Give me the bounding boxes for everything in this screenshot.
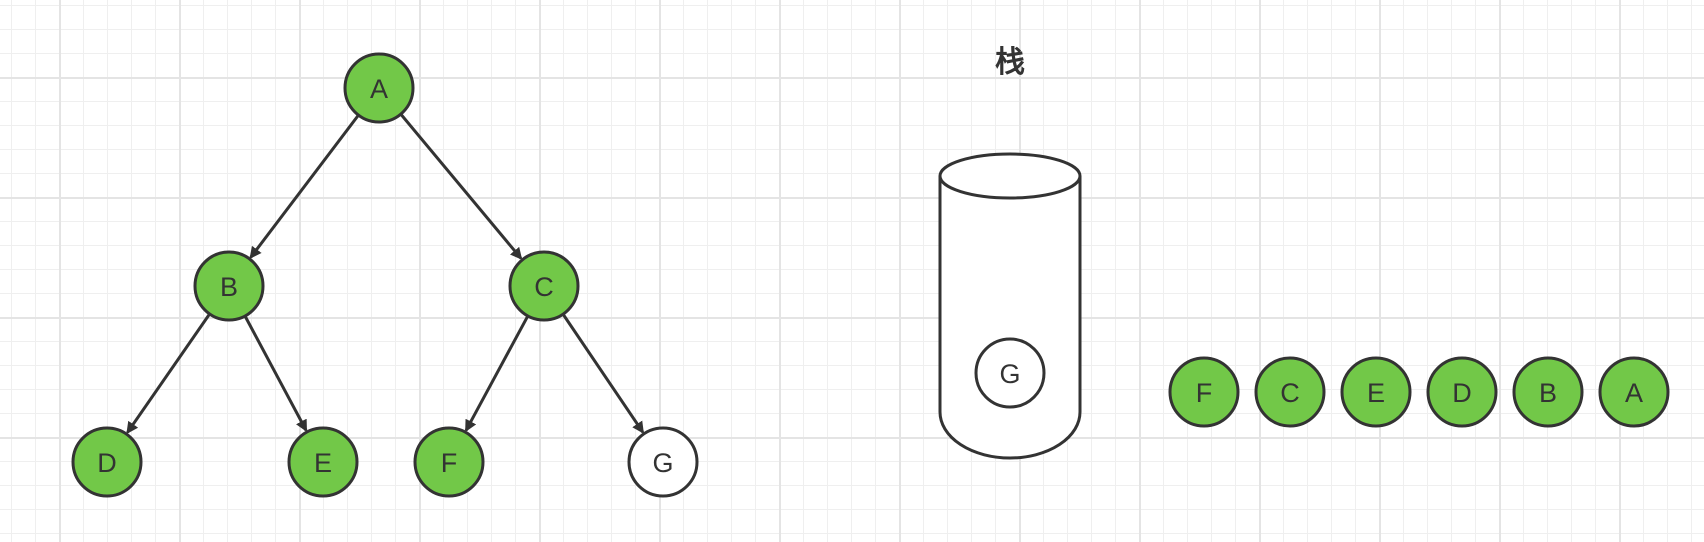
- stack-item-g-circle: [974, 337, 1046, 409]
- stack-item-g-label: G: [999, 359, 1020, 389]
- tree-node-g-circle: [627, 426, 699, 498]
- tree-node-c: C: [508, 250, 580, 322]
- tree-node-d-circle: [71, 426, 143, 498]
- edge-a-b: [249, 114, 360, 259]
- output-node-c: C: [1254, 356, 1326, 428]
- tree-node-e: E: [287, 426, 359, 498]
- output-node-b-circle: [1512, 356, 1584, 428]
- tree-node-b-label: B: [220, 272, 238, 302]
- output-node-e: E: [1340, 356, 1412, 428]
- tree-node-e-label: E: [314, 448, 332, 478]
- tree-node-a-circle: [343, 52, 415, 124]
- output-node-a: A: [1598, 356, 1670, 428]
- tree-node-f: F: [413, 426, 485, 498]
- output-node-e-label: E: [1367, 378, 1385, 408]
- stack-cylinder: [938, 152, 1082, 460]
- tree-node-d: D: [71, 426, 143, 498]
- output-node-f: F: [1168, 356, 1240, 428]
- edge-b-e: [244, 316, 308, 433]
- output-node-a-circle: [1598, 356, 1670, 428]
- stack-item-g: G: [974, 337, 1046, 409]
- output-node-d-label: D: [1452, 378, 1472, 408]
- tree-node-g: G: [627, 426, 699, 498]
- tree-node-a-label: A: [370, 74, 388, 104]
- tree-nodes: A B C D E F G: [71, 52, 699, 498]
- output-node-c-circle: [1254, 356, 1326, 428]
- stack-cylinder-body: [938, 176, 1082, 460]
- tree-node-c-label: C: [534, 272, 554, 302]
- edge-c-f: [464, 316, 529, 433]
- output-node-b: B: [1512, 356, 1584, 428]
- output-node-f-circle: [1168, 356, 1240, 428]
- output-node-e-circle: [1340, 356, 1412, 428]
- tree-node-e-circle: [287, 426, 359, 498]
- output-node-d-circle: [1426, 356, 1498, 428]
- output-node-d: D: [1426, 356, 1498, 428]
- output-node-f-label: F: [1196, 378, 1213, 408]
- stack-items: G: [974, 337, 1046, 409]
- edge-a-c: [400, 113, 523, 260]
- tree-node-g-label: G: [652, 448, 673, 478]
- tree-node-c-circle: [508, 250, 580, 322]
- output-node-a-label: A: [1625, 378, 1643, 408]
- output-node-c-label: C: [1280, 378, 1300, 408]
- stack-title: 栈: [995, 45, 1025, 80]
- tree-edges: [126, 113, 645, 435]
- tree-node-b: B: [193, 250, 265, 322]
- output-node-b-label: B: [1539, 378, 1557, 408]
- stack-cylinder-top: [938, 152, 1082, 200]
- tree-node-b-circle: [193, 250, 265, 322]
- edge-c-g: [562, 314, 645, 434]
- tree-node-f-circle: [413, 426, 485, 498]
- tree-node-d-label: D: [97, 448, 117, 478]
- edge-b-d: [126, 313, 211, 435]
- tree-node-a: A: [343, 52, 415, 124]
- tree-node-f-label: F: [441, 448, 458, 478]
